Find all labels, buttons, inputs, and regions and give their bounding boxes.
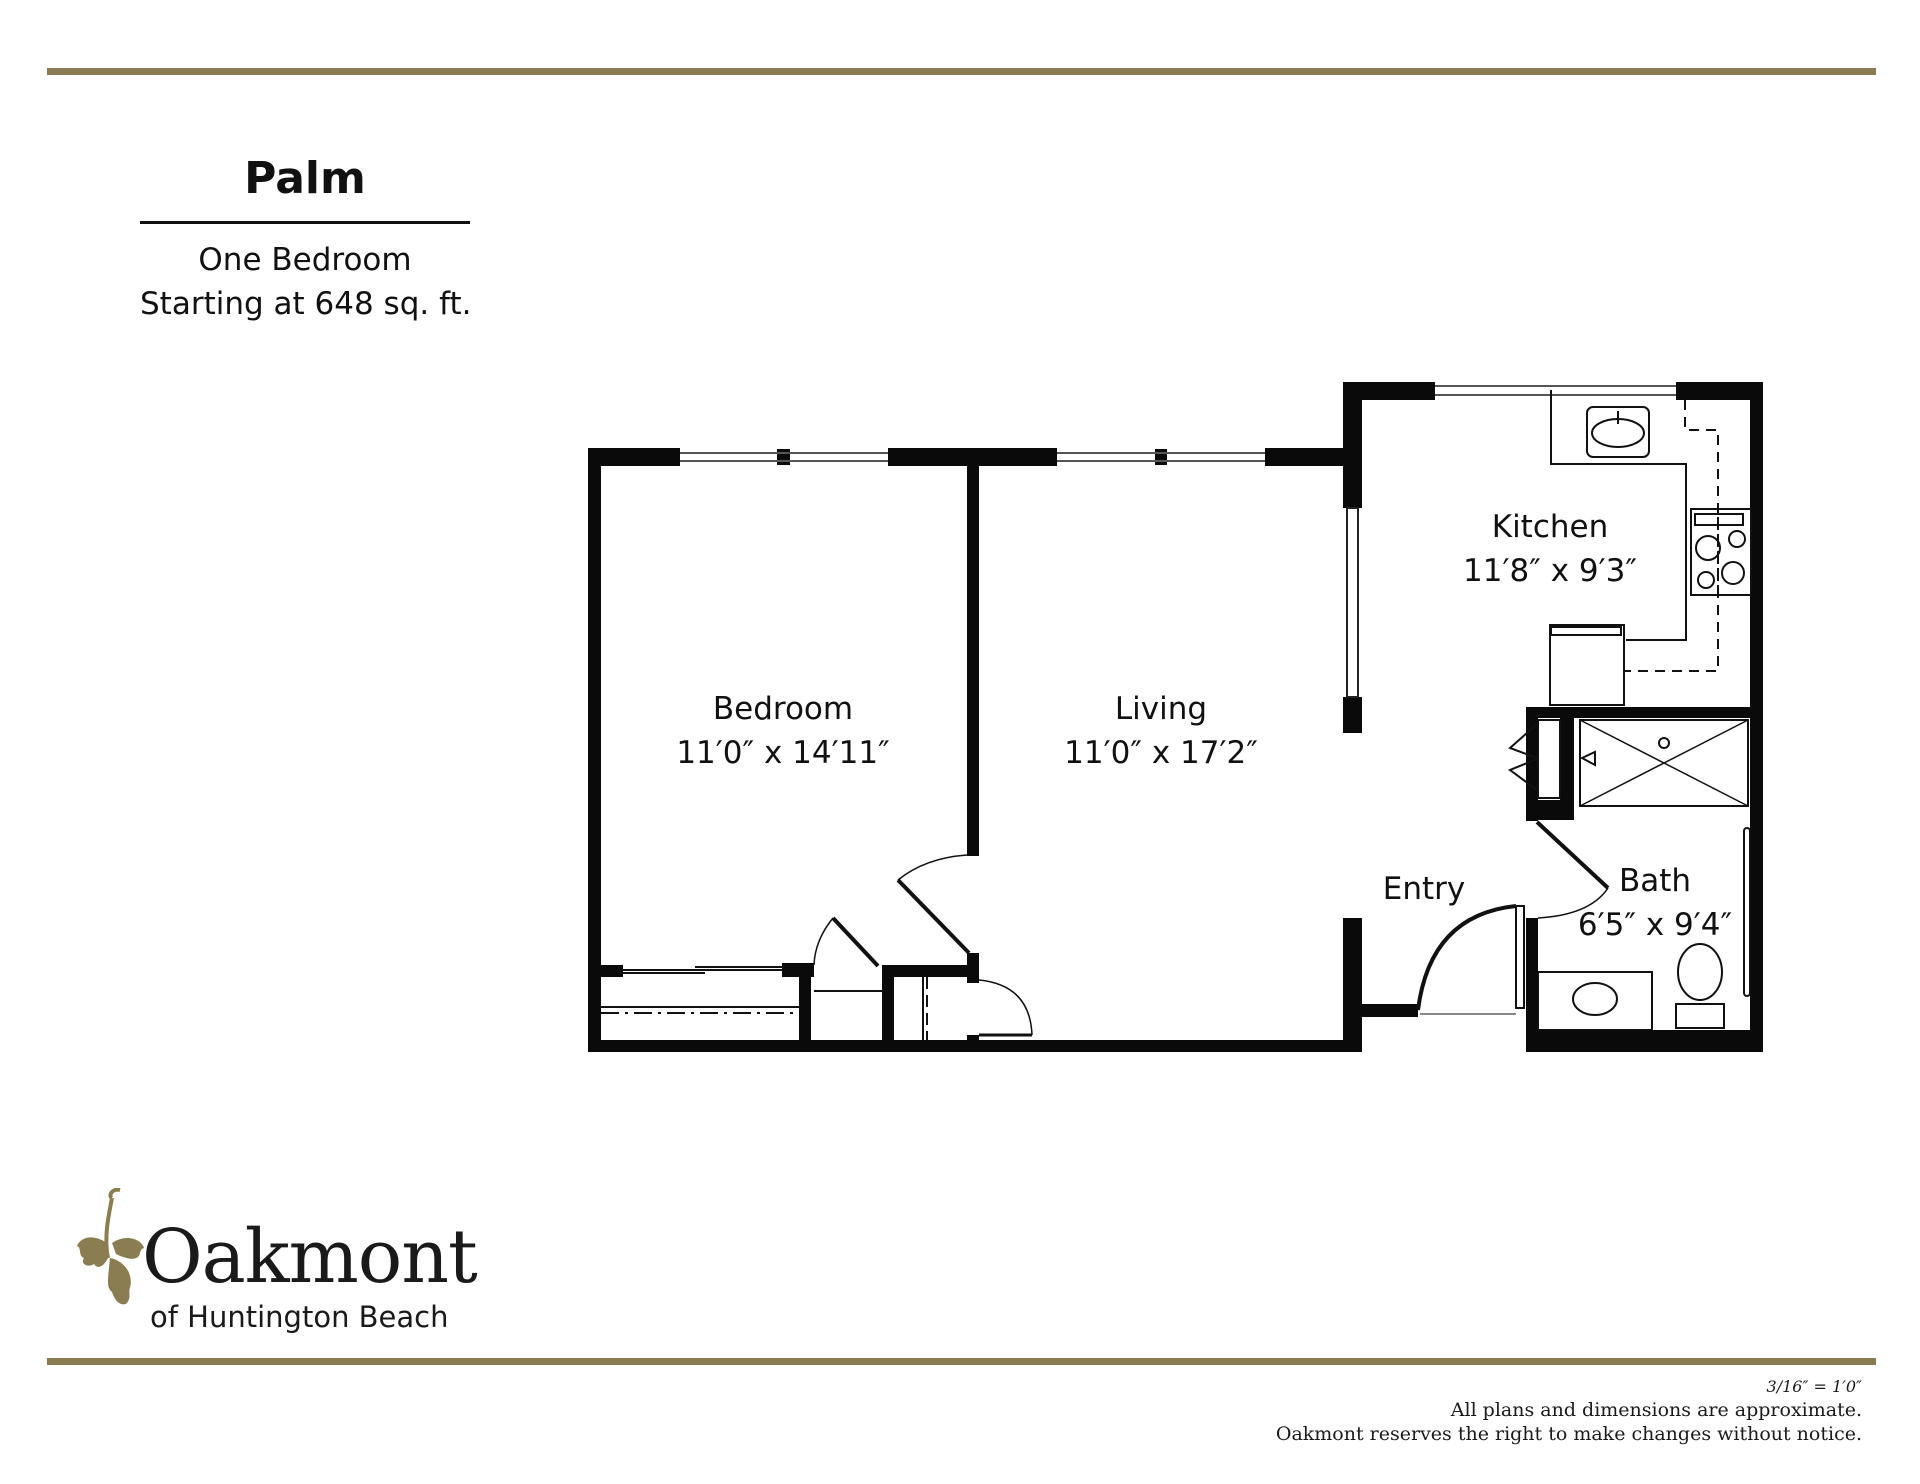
room-kitchen: Kitchen 11′8″ x 9′3″ <box>1463 505 1637 593</box>
disclaimer-approximate: All plans and dimensions are approximate… <box>1450 1399 1862 1421</box>
oakmont-logo: Oakmont of Huntington Beach <box>72 1188 492 1338</box>
walls <box>588 382 1763 1052</box>
footer-notes: 3/16″ = 1′0″ All plans and dimensions ar… <box>1276 1376 1862 1446</box>
oak-leaf-icon <box>77 1188 144 1305</box>
brand-location: of Huntington Beach <box>150 1300 449 1334</box>
room-dimensions: 11′0″ x 17′2″ <box>1064 735 1258 771</box>
room-living: Living 11′0″ x 17′2″ <box>1064 687 1258 775</box>
brand-name: Oakmont <box>142 1214 478 1300</box>
unit-size: Starting at 648 sq. ft. <box>140 286 472 322</box>
room-name: Bath <box>1618 863 1692 899</box>
scale-note: 3/16″ = 1′0″ <box>1766 1377 1862 1396</box>
room-name: Living <box>1114 691 1208 727</box>
fixtures <box>601 390 1752 1040</box>
room-name: Entry <box>1382 871 1466 907</box>
room-bath: Bath 6′5″ x 9′4″ <box>1578 859 1732 947</box>
title-underline <box>140 221 470 224</box>
unit-type: One Bedroom <box>198 242 412 278</box>
room-name: Kitchen <box>1491 509 1609 545</box>
room-dimensions: 6′5″ x 9′4″ <box>1577 907 1733 943</box>
windows <box>680 385 1676 698</box>
plan-title-block: Palm One Bedroom Starting at 648 sq. ft. <box>140 145 472 326</box>
bottom-divider-bar <box>47 1358 1876 1365</box>
plan-name: Palm <box>244 153 366 204</box>
top-divider-bar <box>47 68 1876 75</box>
room-dimensions: 11′8″ x 9′3″ <box>1463 553 1637 589</box>
room-bedroom: Bedroom 11′0″ x 14′11″ <box>676 687 889 775</box>
room-dimensions: 11′0″ x 14′11″ <box>676 735 890 771</box>
disclaimer-changes: Oakmont reserves the right to make chang… <box>1275 1423 1862 1445</box>
room-entry: Entry <box>1383 867 1465 911</box>
room-name: Bedroom <box>712 691 854 727</box>
